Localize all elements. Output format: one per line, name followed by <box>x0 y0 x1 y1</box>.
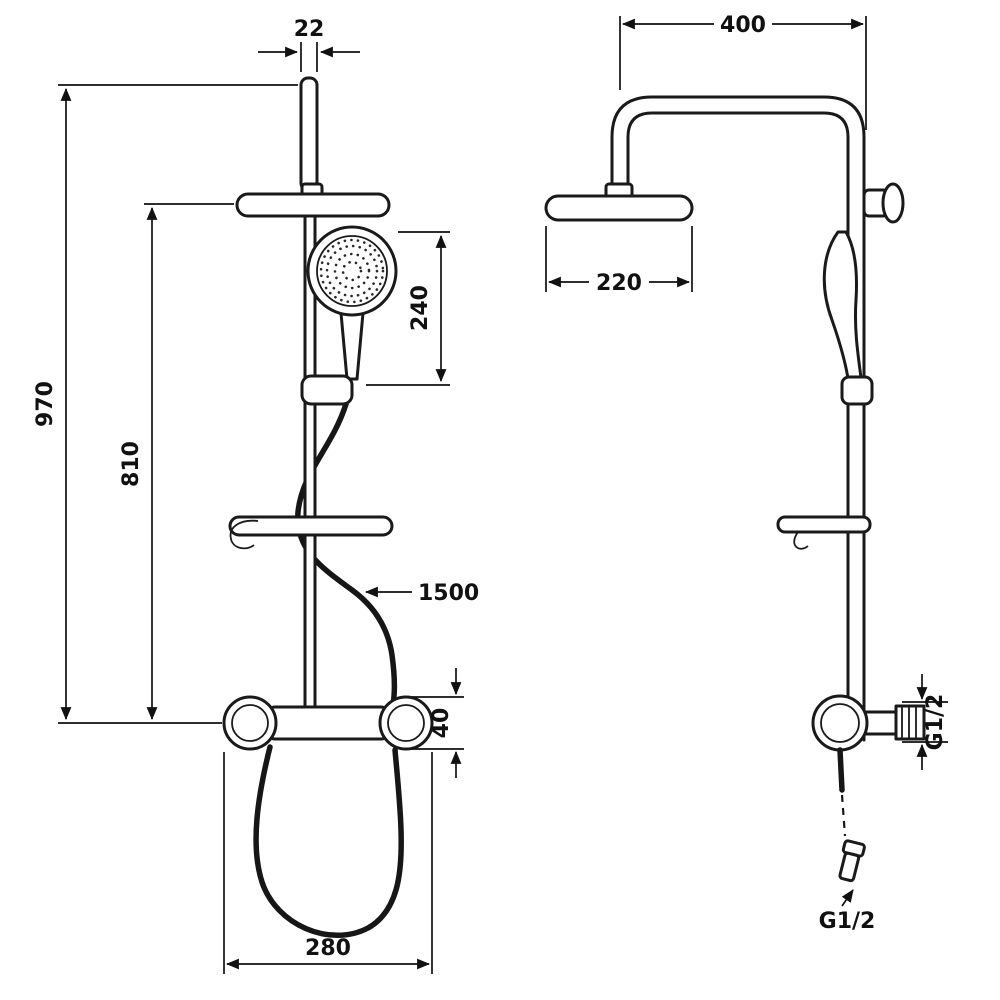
side-view: 400 220 G1/2 G1/2 <box>544 10 948 934</box>
dim-label-1500: 1500 <box>418 581 479 606</box>
front-view: 22 970 810 240 1500 <box>33 17 479 974</box>
top-pipe-front <box>299 76 319 192</box>
dim-label-240: 240 <box>408 285 433 331</box>
dim-label-g12-wall: G1/2 <box>923 694 948 751</box>
overhead-shower-side <box>544 194 694 222</box>
dim-label-220: 220 <box>596 271 642 296</box>
dim-label-40: 40 <box>429 708 454 739</box>
mixer-body-front <box>266 705 390 741</box>
dim-mixer-body-height: 40 <box>412 668 464 778</box>
hand-shower-face-front <box>316 235 388 307</box>
shower-hose-loop-front <box>253 744 404 939</box>
hand-shower-holder-side <box>840 375 874 406</box>
mixer-knob-side-detail <box>820 703 860 743</box>
hand-shower-holder-front <box>300 374 354 406</box>
overhead-shower-front <box>235 192 391 218</box>
dim-label-970: 970 <box>33 381 58 427</box>
dim-arm-reach: 400 <box>619 10 867 130</box>
spray-nozzles-ring1 <box>341 260 363 282</box>
dim-label-g12-hose: G1/2 <box>819 909 876 934</box>
dim-label-280: 280 <box>305 936 351 961</box>
dim-hose-thread: G1/2 <box>819 889 876 934</box>
hand-shower-handle-front <box>339 311 365 381</box>
mixer-wall-thread <box>894 704 926 741</box>
shower-arm-inner-side <box>626 111 850 742</box>
hand-shower-side <box>822 230 864 387</box>
hose-continuation-dashed <box>840 794 847 837</box>
dim-wall-thread: G1/2 <box>902 674 948 770</box>
spray-nozzles-ring2 <box>333 252 371 290</box>
dim-total-height: 970 <box>33 84 298 724</box>
dim-label-810: 810 <box>119 441 144 487</box>
spray-nozzles-ring3 <box>325 244 379 298</box>
soap-dish-hook-side <box>793 531 809 550</box>
dim-mixer-width: 280 <box>223 752 433 974</box>
dim-top-pipe-width: 22 <box>258 17 360 72</box>
hose-end-fitting <box>838 839 866 883</box>
dim-head-width: 220 <box>545 226 693 296</box>
wall-bracket-flange-side <box>881 182 905 224</box>
shower-arm-outer-side <box>610 95 866 742</box>
mixer-knob-right-detail <box>387 704 425 742</box>
dim-rail-height: 810 <box>119 203 234 721</box>
spray-nozzles-ring4 <box>319 238 385 304</box>
soap-dish-side <box>776 515 872 534</box>
dim-label-22: 22 <box>294 17 325 42</box>
soap-dish-front <box>228 515 394 537</box>
dim-hose-length: 1500 <box>364 581 479 606</box>
hose-outlet-side <box>837 747 845 793</box>
mixer-knob-left-detail <box>231 704 269 742</box>
dim-label-400: 400 <box>720 13 766 38</box>
dim-hand-shower-assembly: 240 <box>366 231 450 386</box>
soap-dish-hook-front <box>229 519 259 550</box>
